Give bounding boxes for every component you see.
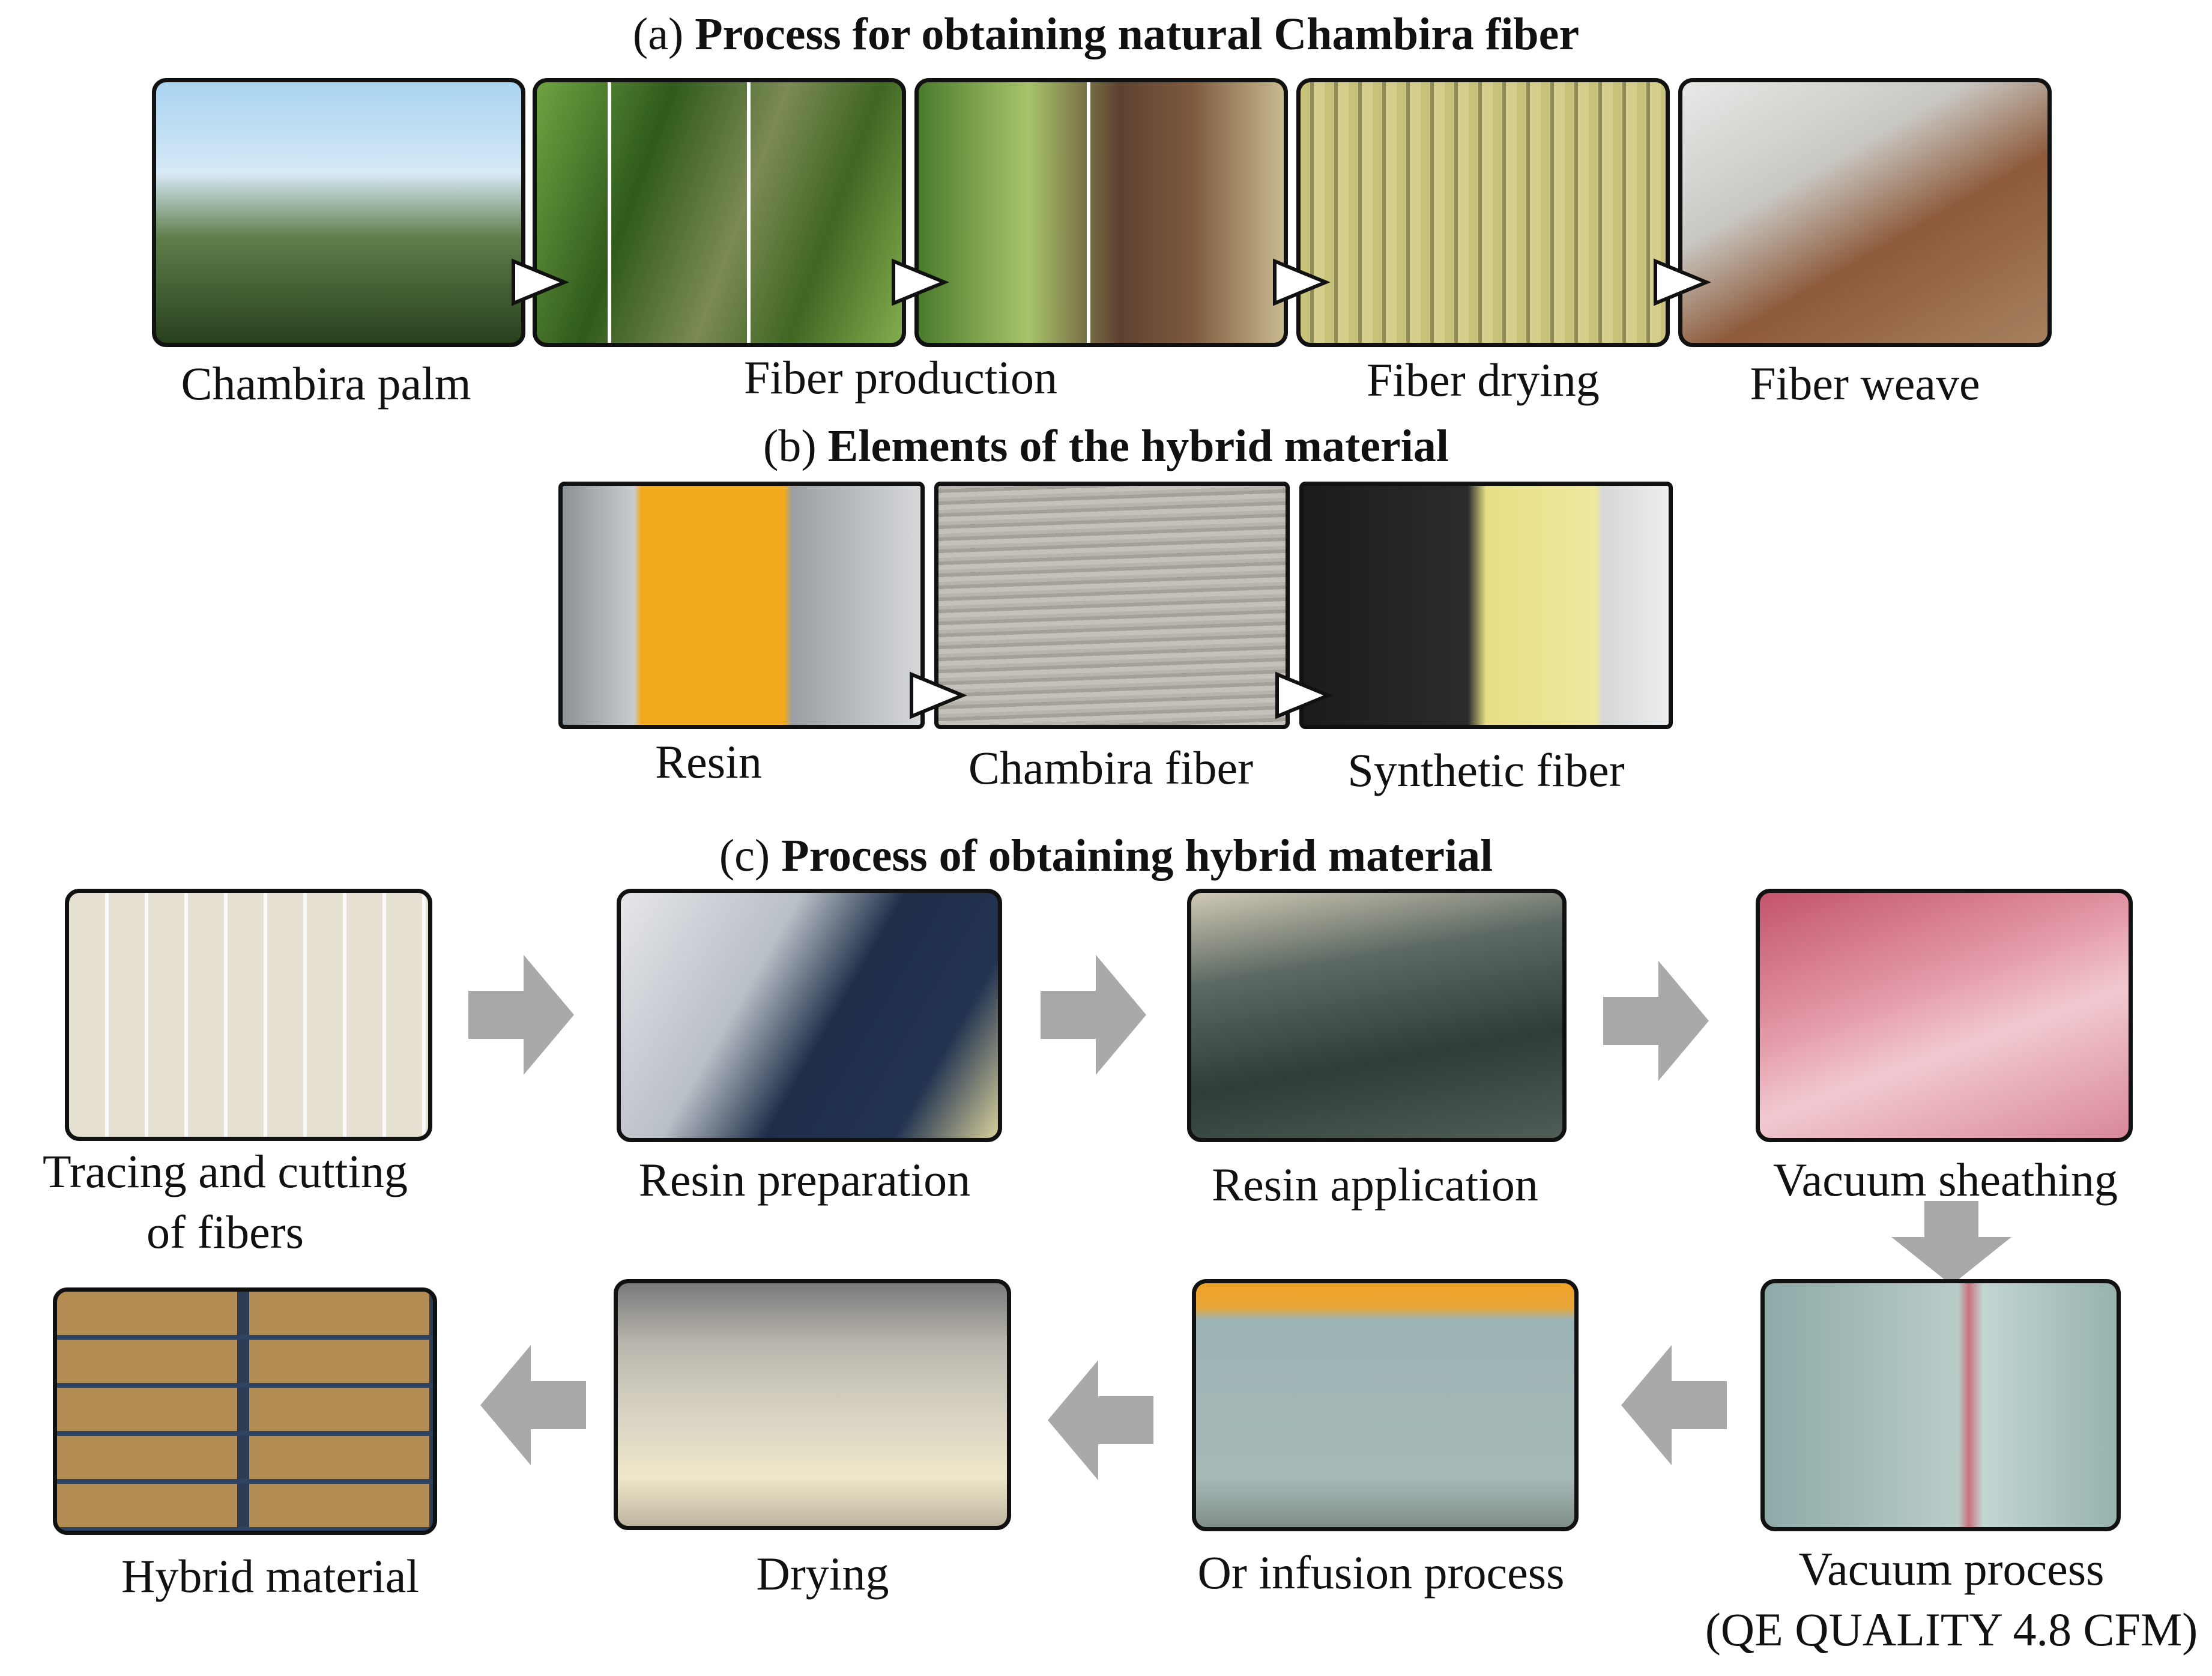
caption-tracing-line1: Tracing and cutting bbox=[42, 1145, 408, 1197]
arrow-left-icon bbox=[1621, 1345, 1727, 1465]
drying-oven-photo bbox=[614, 1279, 1011, 1530]
caption-resin-application: Resin application bbox=[1212, 1158, 1538, 1211]
step-triangle-icon bbox=[1654, 258, 1711, 306]
caption-vacuum-process-line2: (QE QUALITY 4.8 CFM) bbox=[1705, 1603, 2198, 1656]
panel-a-title: (a) Process for obtaining natural Chambi… bbox=[0, 8, 2212, 61]
panel-c-label: (c) bbox=[719, 830, 782, 881]
step-triangle-icon bbox=[910, 671, 967, 719]
caption-synthetic-fiber: Synthetic fiber bbox=[1347, 744, 1625, 796]
caption-vacuum-process-line1: Vacuum process bbox=[1798, 1543, 2105, 1595]
arrow-right-icon bbox=[1603, 961, 1709, 1081]
panel-a-heading: Process for obtaining natural Chambira f… bbox=[695, 9, 1580, 59]
caption-tracing-line2: of fibers bbox=[146, 1206, 304, 1259]
caption-chambira-fiber: Chambira fiber bbox=[968, 742, 1254, 794]
caption-resin: Resin bbox=[655, 736, 762, 788]
caption-vacuum-sheathing: Vacuum sheathing bbox=[1772, 1154, 2118, 1206]
fiber-weave-photo bbox=[1678, 78, 2052, 347]
step-triangle-icon bbox=[1273, 258, 1331, 306]
chambira-fiber-photo bbox=[934, 482, 1290, 729]
arrow-left-icon bbox=[480, 1345, 586, 1465]
infusion-process-photo bbox=[1192, 1279, 1579, 1531]
caption-infusion: Or infusion process bbox=[1197, 1546, 1565, 1599]
panel-c-heading: Process of obtaining hybrid material bbox=[781, 830, 1493, 881]
arrow-right-icon bbox=[468, 955, 574, 1075]
fiber-production-photo-1 bbox=[533, 78, 906, 347]
caption-vacuum-process: Vacuum process (QE QUALITY 4.8 CFM) bbox=[1693, 1538, 2210, 1660]
caption-tracing-cutting: Tracing and cutting of fibers bbox=[9, 1141, 441, 1263]
panel-b-label: (b) bbox=[763, 421, 828, 471]
resin-preparation-photo bbox=[617, 889, 1002, 1142]
caption-fiber-weave: Fiber weave bbox=[1750, 357, 1980, 410]
step-triangle-icon bbox=[512, 258, 569, 306]
caption-fiber-drying: Fiber drying bbox=[1367, 354, 1600, 406]
resin-photo bbox=[558, 482, 925, 729]
panel-b-title: (b) Elements of the hybrid material bbox=[0, 420, 2212, 473]
caption-fiber-production: Fiber production bbox=[743, 351, 1058, 404]
tracing-cutting-photo bbox=[65, 889, 432, 1141]
caption-resin-preparation: Resin preparation bbox=[638, 1154, 971, 1206]
caption-hybrid-material: Hybrid material bbox=[121, 1550, 419, 1602]
vacuum-process-photo bbox=[1760, 1279, 2121, 1531]
arrow-down-icon bbox=[1891, 1201, 2011, 1285]
caption-chambira-palm: Chambira palm bbox=[181, 357, 471, 410]
arrow-right-icon bbox=[1041, 955, 1146, 1075]
vacuum-sheathing-photo bbox=[1756, 889, 2133, 1142]
panel-a-label: (a) bbox=[632, 9, 695, 59]
caption-drying: Drying bbox=[756, 1547, 889, 1600]
step-triangle-icon bbox=[1275, 671, 1333, 719]
fiber-production-photo-2 bbox=[914, 78, 1288, 347]
resin-application-photo bbox=[1187, 889, 1567, 1142]
chambira-palm-photo bbox=[152, 78, 525, 347]
hybrid-material-photo bbox=[53, 1287, 437, 1535]
arrow-left-icon bbox=[1048, 1360, 1153, 1480]
step-triangle-icon bbox=[892, 258, 949, 306]
panel-c-title: (c) Process of obtaining hybrid material bbox=[0, 830, 2212, 882]
synthetic-fiber-photo bbox=[1299, 482, 1673, 729]
panel-b-heading: Elements of the hybrid material bbox=[827, 421, 1449, 471]
fiber-drying-photo bbox=[1296, 78, 1670, 347]
